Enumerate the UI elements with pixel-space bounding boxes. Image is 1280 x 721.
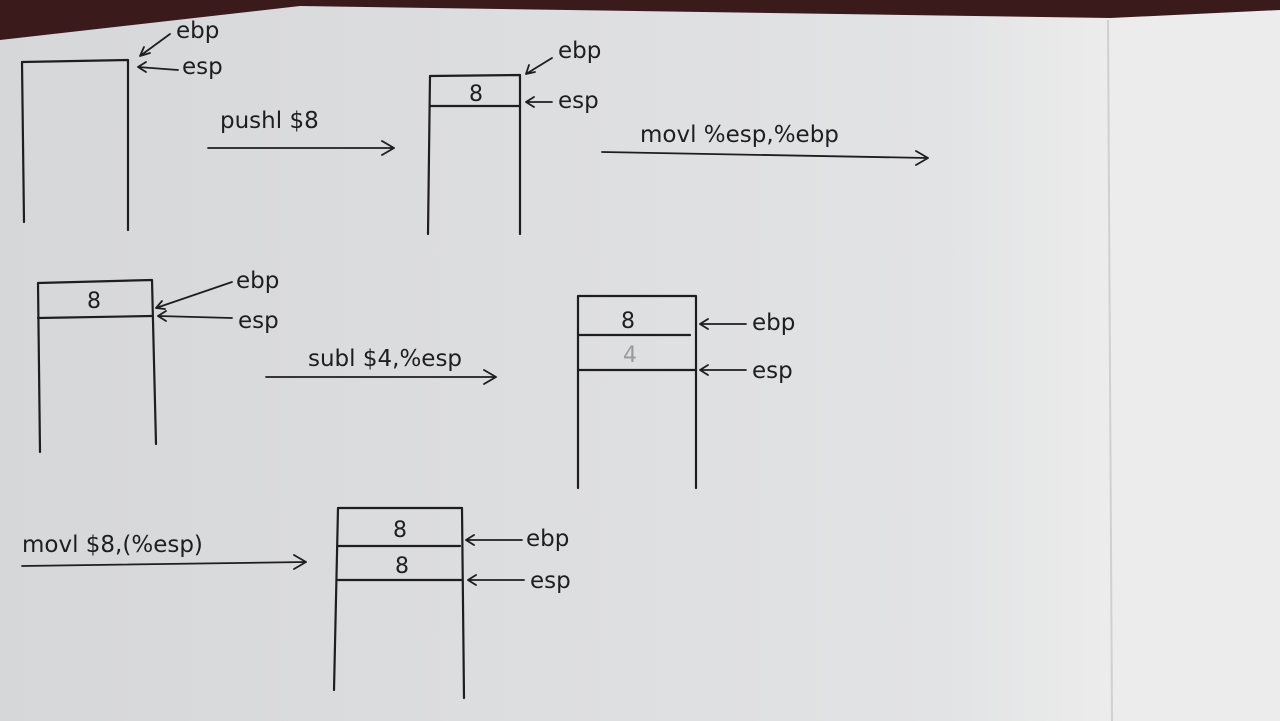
stack-5: 8 8 ebp esp (332, 506, 571, 700)
stack-1-esp-pointer: esp (137, 54, 223, 80)
paper-sheet (0, 6, 1110, 721)
step-2-instruction: movl %esp,%ebp (640, 122, 839, 148)
stack-3-esp-label: esp (238, 308, 279, 334)
stack-3-cell-divider (36, 314, 154, 320)
stack-2-esp-label: esp (558, 88, 599, 114)
stack-2: 8 ebp esp (426, 38, 601, 236)
stack-3: 8 ebp esp (36, 268, 279, 454)
stack-3-frame (36, 278, 158, 454)
step-1-arrow: pushl $8 (207, 108, 395, 156)
step-1-instruction: pushl $8 (220, 108, 319, 134)
stack-4-cell-1: 8 (621, 309, 635, 334)
stack-4-ebp-pointer: ebp (699, 310, 795, 336)
stack-5-esp-pointer: esp (467, 568, 571, 594)
stack-2-frame (426, 73, 522, 236)
stack-5-ebp-pointer: ebp (465, 526, 569, 552)
stack-4-cell-2: 4 (623, 343, 637, 368)
stack-2-esp-pointer: esp (525, 88, 599, 114)
stack-2-ebp-pointer: ebp (525, 38, 601, 75)
stack-5-frame (332, 506, 466, 700)
stack-3-cell-1: 8 (87, 289, 101, 314)
stack-4-frame (576, 294, 698, 490)
step-4-arrow: movl $8,(%esp) (21, 532, 307, 570)
stack-5-cell-1: 8 (393, 518, 407, 543)
stack-5-esp-label: esp (530, 568, 571, 594)
stack-3-esp-pointer: esp (157, 308, 279, 334)
stack-1-esp-label: esp (182, 54, 223, 80)
stack-1-ebp-pointer: ebp (139, 18, 219, 57)
step-4-instruction: movl $8,(%esp) (22, 532, 203, 558)
stack-1: ebp esp (20, 18, 223, 232)
stack-2-cell-1: 8 (469, 82, 483, 107)
step-3-instruction: subl $4,%esp (308, 346, 462, 372)
step-2-arrow: movl %esp,%ebp (601, 122, 929, 166)
stack-4-esp-pointer: esp (699, 358, 793, 384)
stack-5-cell-2: 8 (395, 554, 409, 579)
stack-4-esp-label: esp (752, 358, 793, 384)
stack-4-ebp-label: ebp (752, 310, 795, 336)
stack-2-ebp-label: ebp (558, 38, 601, 64)
paper-fold (1107, 19, 1113, 721)
stack-3-ebp-pointer: ebp (155, 268, 279, 310)
stack-3-ebp-label: ebp (236, 268, 279, 294)
stack-5-ebp-label: ebp (526, 526, 569, 552)
stack-4: 8 4 ebp esp (576, 294, 795, 490)
paper-sheet-right (1110, 10, 1280, 721)
stack-1-frame (20, 58, 130, 232)
step-3-arrow: subl $4,%esp (265, 346, 497, 385)
stack-1-ebp-label: ebp (176, 18, 219, 44)
